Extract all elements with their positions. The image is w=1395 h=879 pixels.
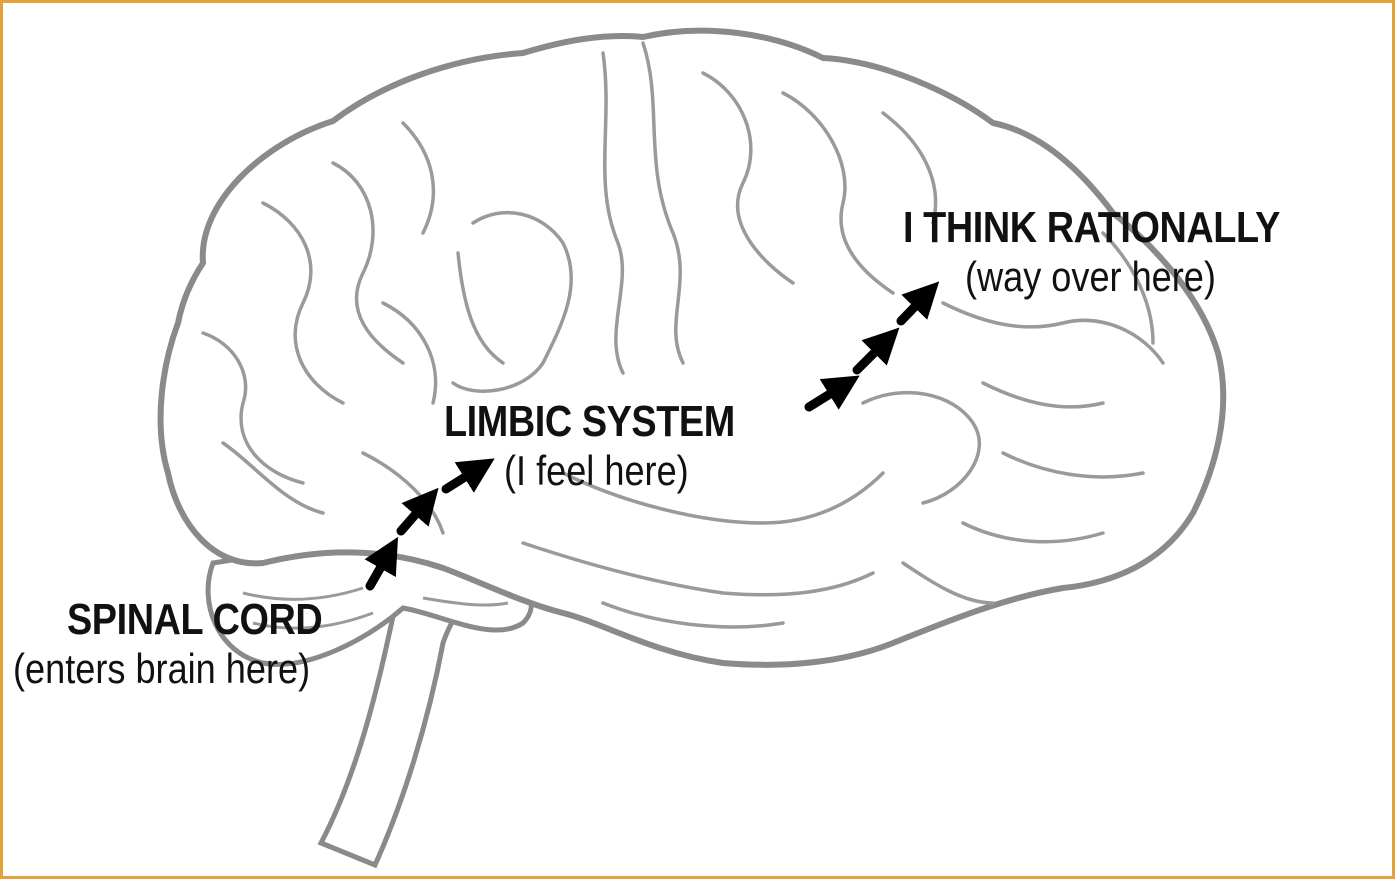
spinal-cord-subtitle: (enters brain here) xyxy=(13,645,315,693)
limbic-system-label: LIMBIC SYSTEM (I feel here) xyxy=(444,397,782,495)
rational-title: I THINK RATIONALLY xyxy=(903,203,1280,253)
rational-label: I THINK RATIONALLY (way over here) xyxy=(903,203,1341,301)
limbic-system-title: LIMBIC SYSTEM xyxy=(444,397,735,447)
limbic-system-subtitle: (I feel here) xyxy=(504,447,743,495)
spinal-cord-label: SPINAL CORD (enters brain here) xyxy=(67,595,364,693)
spinal-cord-title: SPINAL CORD xyxy=(67,595,322,645)
rational-subtitle: (way over here) xyxy=(965,253,1289,301)
